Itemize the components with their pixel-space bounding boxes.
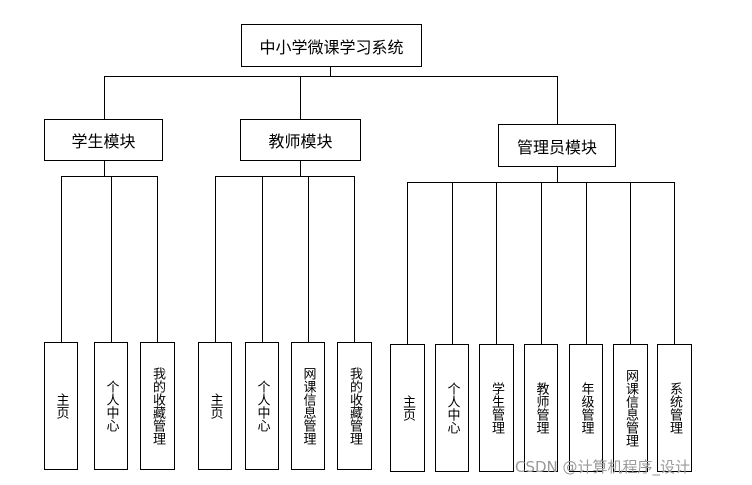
leaf-label: 主页 (53, 393, 69, 419)
connector-teacher-leaf (354, 176, 356, 342)
connector-admin-leaf (452, 182, 454, 344)
leaf-label: 个人中心 (444, 382, 460, 434)
leaf-node: 我的收藏管理 (140, 342, 175, 470)
connector-teacher-leaf (308, 176, 310, 342)
connector-admin-down (557, 166, 559, 182)
connector-admin-leaf (630, 182, 632, 344)
leaf-label: 主页 (400, 395, 415, 421)
connector-to-admin (557, 76, 559, 124)
leaf-label: 年级管理 (578, 382, 594, 434)
leaf-node: 系统管理 (657, 344, 692, 472)
root-node: 中小学微课学习系统 (241, 24, 422, 67)
connector-teacher-bus (215, 176, 355, 178)
leaf-node: 个人中心 (245, 342, 279, 470)
leaf-label: 主页 (207, 393, 223, 419)
connector-student-leaf (157, 176, 159, 342)
student-module-label: 学生模块 (71, 132, 136, 151)
connector-admin-bus (407, 182, 674, 184)
student-module-node: 学生模块 (44, 119, 163, 161)
teacher-module-label: 教师模块 (268, 132, 333, 151)
connector-teacher-leaf (262, 176, 264, 342)
leaf-node: 主页 (390, 344, 425, 472)
leaf-node: 网课信息管理 (613, 344, 648, 472)
leaf-label: 个人中心 (254, 380, 270, 432)
leaf-label: 个人中心 (103, 380, 119, 432)
connector-student-bus (61, 176, 158, 178)
leaf-node: 我的收藏管理 (337, 342, 372, 470)
leaf-label: 我的收藏管理 (347, 367, 362, 445)
connector-to-teacher (300, 76, 302, 119)
leaf-label: 学生管理 (489, 382, 504, 434)
leaf-node: 教师管理 (524, 344, 558, 472)
connector-student-leaf (111, 176, 113, 342)
connector-admin-leaf (674, 182, 676, 344)
leaf-node: 学生管理 (479, 344, 514, 472)
connector-teacher-down (300, 160, 302, 176)
connector-student-down (104, 160, 106, 176)
connector-to-student (104, 76, 106, 119)
leaf-label: 网课信息管理 (623, 369, 638, 447)
leaf-label: 我的收藏管理 (150, 367, 165, 445)
connector-root-bus (104, 76, 557, 78)
connector-root-down (330, 66, 332, 76)
leaf-node: 个人中心 (435, 344, 469, 472)
connector-student-leaf (61, 176, 63, 342)
leaf-node: 主页 (198, 342, 232, 470)
root-label: 中小学微课学习系统 (259, 37, 404, 57)
leaf-label: 网课信息管理 (300, 367, 316, 445)
leaf-label: 教师管理 (533, 382, 549, 434)
connector-teacher-leaf (215, 176, 217, 342)
watermark-text: CSDN @计算机程序_设计 (515, 458, 691, 476)
connector-admin-leaf (407, 182, 409, 344)
connector-admin-leaf (496, 182, 498, 344)
connector-admin-leaf (586, 182, 588, 344)
leaf-label: 系统管理 (667, 382, 682, 434)
leaf-node: 主页 (44, 342, 78, 470)
teacher-module-node: 教师模块 (240, 119, 361, 161)
admin-module-node: 管理员模块 (498, 124, 616, 167)
admin-module-label: 管理员模块 (516, 137, 597, 157)
leaf-node: 个人中心 (94, 342, 128, 470)
leaf-node: 网课信息管理 (291, 342, 325, 470)
leaf-node: 年级管理 (569, 344, 603, 472)
connector-admin-leaf (541, 182, 543, 344)
